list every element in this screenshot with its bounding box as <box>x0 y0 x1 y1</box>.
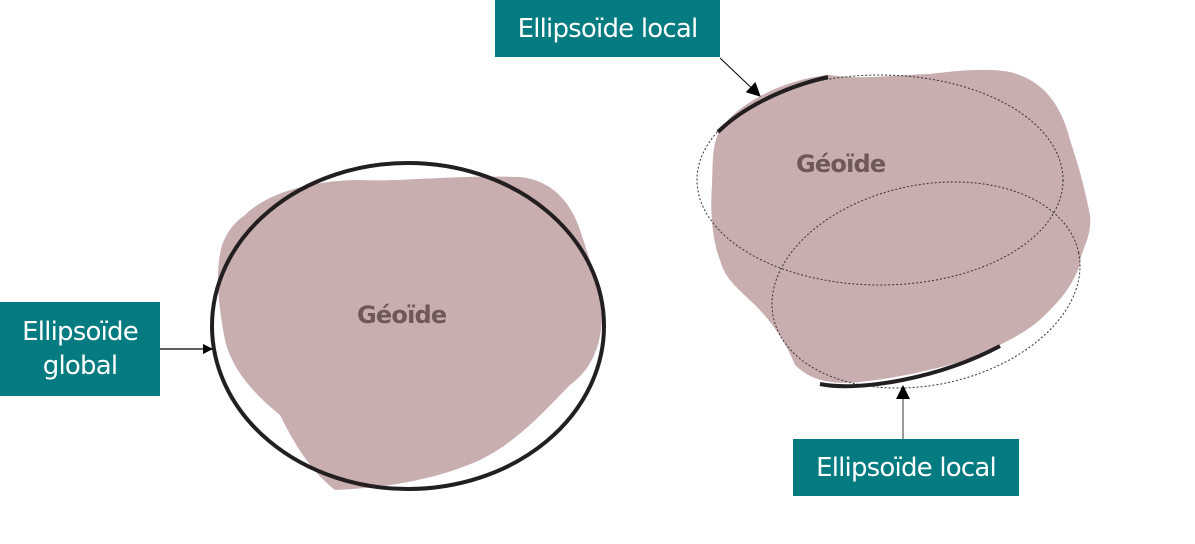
right-geoid-shape <box>711 69 1091 383</box>
local-ellipsoid-top-label: Ellipsoïde local <box>495 0 720 57</box>
global-ellipsoid-label-line1: Ellipsoïde <box>22 317 139 347</box>
global-ellipsoid-label-line2: global <box>42 351 118 381</box>
local-ellipsoid-bottom-outline <box>771 181 1081 389</box>
local-ellipsoid-top-arc <box>716 75 829 134</box>
local-ellipsoid-top-outline <box>696 74 1064 286</box>
local-ellipsoid-bottom-label: Ellipsoïde local <box>793 439 1019 496</box>
top-local-arrow <box>719 57 761 97</box>
left-geoid-shape <box>218 176 602 491</box>
global-ellipsoid <box>210 161 606 491</box>
global-ellipsoid-label: Ellipsoïde global <box>0 302 160 396</box>
right-geoid-label: Géoïde <box>796 150 886 178</box>
local-ellipsoid-bottom-label-text: Ellipsoïde local <box>816 452 997 483</box>
left-geoid-label: Géoïde <box>357 301 447 329</box>
local-ellipsoid-top-label-text: Ellipsoïde local <box>517 13 699 44</box>
local-ellipsoid-bottom-arc <box>819 344 1001 389</box>
